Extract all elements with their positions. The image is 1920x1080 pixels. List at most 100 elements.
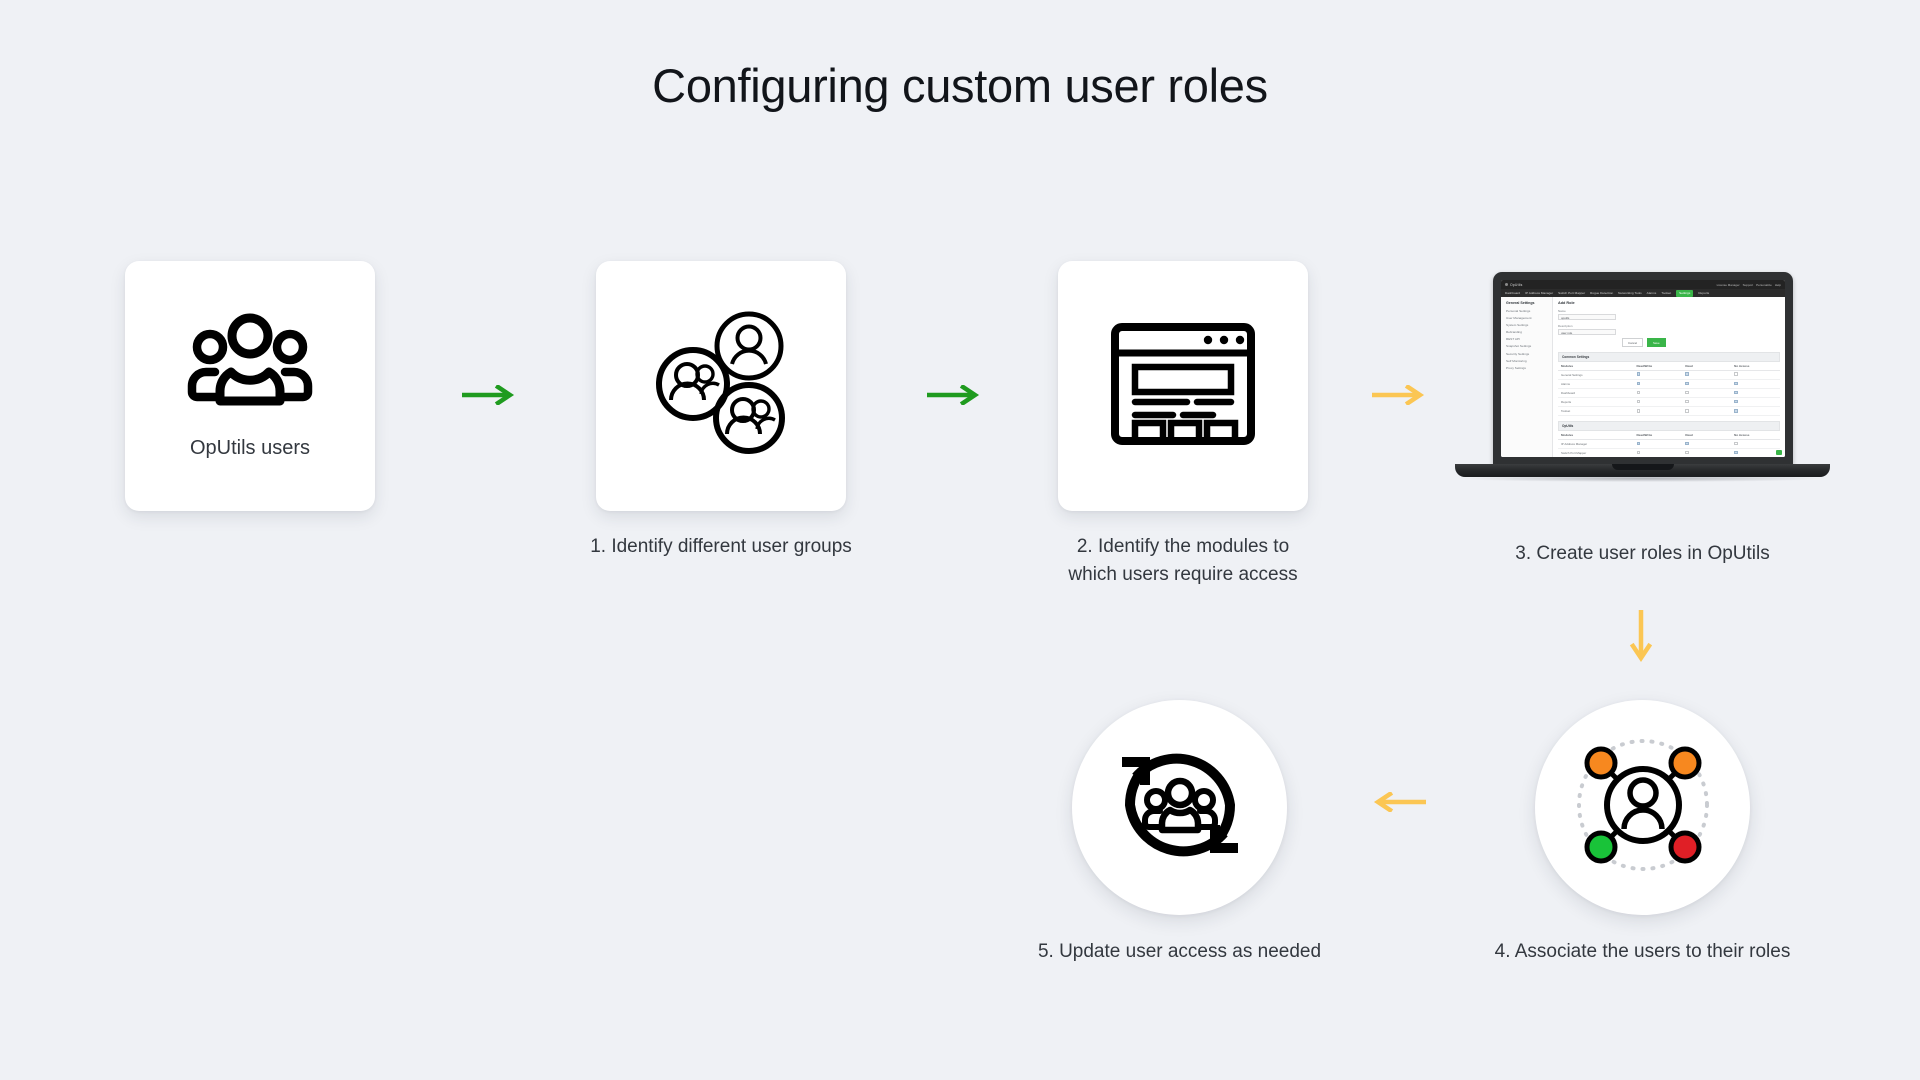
table-row: Reports	[1558, 397, 1780, 408]
radio-read-write[interactable]	[1633, 388, 1683, 399]
add-role-form: Add Role Name oputils Description user r…	[1553, 297, 1785, 457]
nav-tab-toolset[interactable]: Toolset	[1661, 291, 1672, 295]
nav-tab-dashboard[interactable]: Dashboard	[1505, 291, 1521, 295]
col-read-write: Read/Write	[1633, 361, 1683, 371]
col-read: Read	[1682, 361, 1732, 371]
form-heading: Add Role	[1558, 301, 1575, 305]
app-logo-icon	[1505, 283, 1508, 286]
sync-users-refresh-icon	[1106, 731, 1254, 884]
circle-associate-users-roles	[1535, 700, 1750, 915]
nav-tab-switch-port-mapper[interactable]: Switch Port Mapper	[1558, 291, 1586, 295]
sidebar-item-security-settings[interactable]: Security Settings	[1506, 351, 1530, 356]
nav-tab-alarms[interactable]: Alarms	[1646, 291, 1657, 295]
module-name: Reports	[1558, 397, 1634, 408]
field-input-name[interactable]: oputils	[1558, 314, 1616, 321]
table-row: Switch Port Mapper	[1558, 448, 1780, 457]
cancel-button[interactable]: Cancel	[1622, 338, 1643, 348]
col-no-access: No Access	[1731, 430, 1780, 440]
radio-read[interactable]	[1682, 370, 1732, 380]
arrow-down-amber-4	[1628, 608, 1654, 673]
radio-read-write[interactable]	[1633, 439, 1683, 449]
sidebar-item-system-settings[interactable]: System Settings	[1506, 323, 1529, 328]
col-modules: Modules	[1558, 361, 1634, 371]
radio-read-write[interactable]	[1633, 406, 1683, 417]
module-name: Switch Port Mapper	[1558, 448, 1634, 457]
field-label-name: Name	[1558, 309, 1566, 313]
sidebar-item-self-monitoring[interactable]: Self Monitoring	[1506, 358, 1527, 363]
table-row: General Settings	[1558, 370, 1780, 380]
radio-no-access[interactable]	[1731, 406, 1780, 417]
radio-read[interactable]	[1682, 388, 1732, 399]
circle-update-user-access	[1072, 700, 1287, 915]
module-name: Toolset	[1558, 406, 1634, 417]
browser-window-wireframe-icon	[1111, 322, 1255, 450]
sidebar-item-snapshot-settings[interactable]: Snapshot Settings	[1506, 344, 1532, 349]
caption-associate-users-roles: 4. Associate the users to their roles	[1494, 941, 1791, 962]
radio-read[interactable]	[1682, 406, 1732, 417]
radio-no-access[interactable]	[1731, 439, 1780, 449]
laptop-lid: OpUtils License Manager Support Personal…	[1493, 272, 1793, 467]
module-name: Dashboard	[1558, 388, 1634, 399]
nav-tab-settings[interactable]: Settings	[1676, 289, 1694, 297]
caption-identify-user-groups: 1. Identify different user groups	[590, 536, 852, 557]
arrow-right-green-1	[460, 383, 520, 410]
radio-read-write[interactable]	[1633, 370, 1683, 380]
radio-no-access[interactable]	[1731, 379, 1780, 389]
laptop-screen: OpUtils License Manager Support Personal…	[1501, 280, 1785, 457]
nav-tab-ip-address-manager[interactable]: IP Address Manager	[1525, 291, 1554, 295]
radio-read[interactable]	[1682, 397, 1732, 408]
radio-no-access[interactable]	[1731, 388, 1780, 399]
radio-read[interactable]	[1682, 439, 1732, 449]
radio-no-access[interactable]	[1731, 370, 1780, 380]
radio-no-access[interactable]	[1731, 448, 1780, 457]
radio-read-write[interactable]	[1633, 448, 1683, 457]
sidebar-item-personal-settings[interactable]: Personal Settings	[1506, 309, 1531, 313]
section-header-common-settings[interactable]: Common Settings	[1558, 352, 1780, 362]
nav-tab-reports[interactable]: Reports	[1698, 291, 1710, 295]
sidebar-item-rebranding[interactable]: Rebranding	[1506, 330, 1522, 335]
permissions-table-oputils: Modules Read/Write Read No Access IP Add…	[1558, 430, 1780, 457]
module-name: Alarms	[1558, 379, 1634, 389]
laptop-mockup: OpUtils License Manager Support Personal…	[1455, 272, 1830, 497]
laptop-base	[1455, 464, 1830, 477]
table-header-row: Modules Read/Write Read No Access	[1558, 430, 1780, 440]
sidebar-item-user-management[interactable]: User Management	[1506, 316, 1532, 321]
table-row: Toolset	[1558, 406, 1780, 417]
app-brand: OpUtils	[1510, 282, 1523, 287]
node-bottom-right	[1668, 830, 1701, 864]
radio-no-access[interactable]	[1731, 397, 1780, 408]
radio-read[interactable]	[1682, 448, 1732, 457]
arrow-right-amber-3	[1370, 383, 1430, 410]
nav-tab-networking-tools[interactable]: Networking Tools	[1618, 291, 1642, 295]
caption-line-2: which users require access	[1068, 564, 1298, 585]
topbar-personalize[interactable]: Personalize	[1756, 282, 1772, 287]
table-header-row: Modules Read/Write Read No Access	[1558, 361, 1780, 371]
field-input-description[interactable]: user role	[1558, 328, 1616, 335]
section-header-oputils[interactable]: OpUtils	[1558, 421, 1780, 431]
topbar-license-manager[interactable]: License Manager	[1716, 282, 1740, 287]
card-identify-modules	[1058, 261, 1308, 511]
user-group-badges-icon	[631, 304, 811, 469]
card-oputils-users: OpUtils users	[125, 261, 375, 511]
radio-read[interactable]	[1682, 379, 1732, 389]
topbar-help[interactable]: Help	[1774, 282, 1781, 287]
sidebar-item-proxy-settings[interactable]: Proxy Settings	[1506, 365, 1526, 370]
col-modules: Modules	[1558, 430, 1634, 440]
floating-action-button[interactable]	[1776, 450, 1782, 455]
caption-update-user-access: 5. Update user access as needed	[1037, 941, 1322, 962]
radio-read-write[interactable]	[1633, 379, 1683, 389]
app-nav-tabs: Dashboard IP Address Manager Switch Port…	[1501, 289, 1785, 297]
caption-identify-modules: 2. Identify the modules to which users r…	[1028, 533, 1338, 589]
table-row: IP Address Manager	[1558, 439, 1780, 449]
col-read-write: Read/Write	[1633, 430, 1683, 440]
nav-tab-rogue-detection[interactable]: Rogue Detection	[1590, 291, 1614, 295]
radio-read-write[interactable]	[1633, 397, 1683, 408]
table-row: Dashboard	[1558, 388, 1780, 399]
topbar-support[interactable]: Support	[1742, 282, 1754, 287]
save-button[interactable]: Save	[1647, 338, 1666, 348]
sidebar-item-rest-api[interactable]: REST API	[1506, 337, 1520, 342]
card-label-oputils-users: OpUtils users	[189, 436, 311, 459]
node-top-right	[1668, 746, 1701, 780]
arrow-right-green-2	[925, 383, 985, 410]
settings-sidebar: General Settings Personal Settings User …	[1501, 297, 1553, 457]
